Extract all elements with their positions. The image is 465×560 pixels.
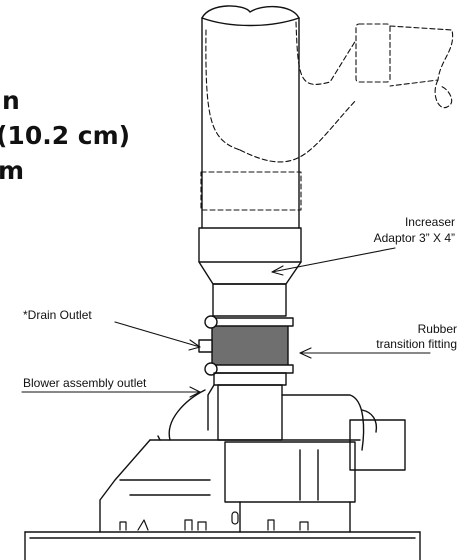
- drain-outlet-label: *Drain Outlet: [23, 308, 92, 322]
- dashed-elbow-pipe: [200, 21, 454, 211]
- increaser-label-line-1: Increaser: [404, 215, 455, 229]
- heading-line-2: (10.2 cm): [0, 121, 131, 150]
- blower-housing: [99, 389, 406, 533]
- base-details: [119, 511, 309, 531]
- rubber-label-line-1: Rubber: [417, 322, 457, 336]
- increaser-adaptor: [198, 227, 302, 317]
- heading-line-1: n: [2, 86, 20, 115]
- vertical-pipe: [201, 5, 300, 229]
- heading-line-3: m: [0, 156, 25, 185]
- rubber-label-line-2: transition fitting: [376, 337, 457, 351]
- blower-outlet-label: Blower assembly outlet: [23, 376, 147, 390]
- base-plate: [24, 531, 421, 560]
- rubber-transition-fitting: [198, 315, 294, 376]
- increaser-label-line-2: Adaptor 3” X 4”: [373, 231, 455, 245]
- blower-outlet: [207, 372, 287, 441]
- leader-lines: [21, 247, 431, 398]
